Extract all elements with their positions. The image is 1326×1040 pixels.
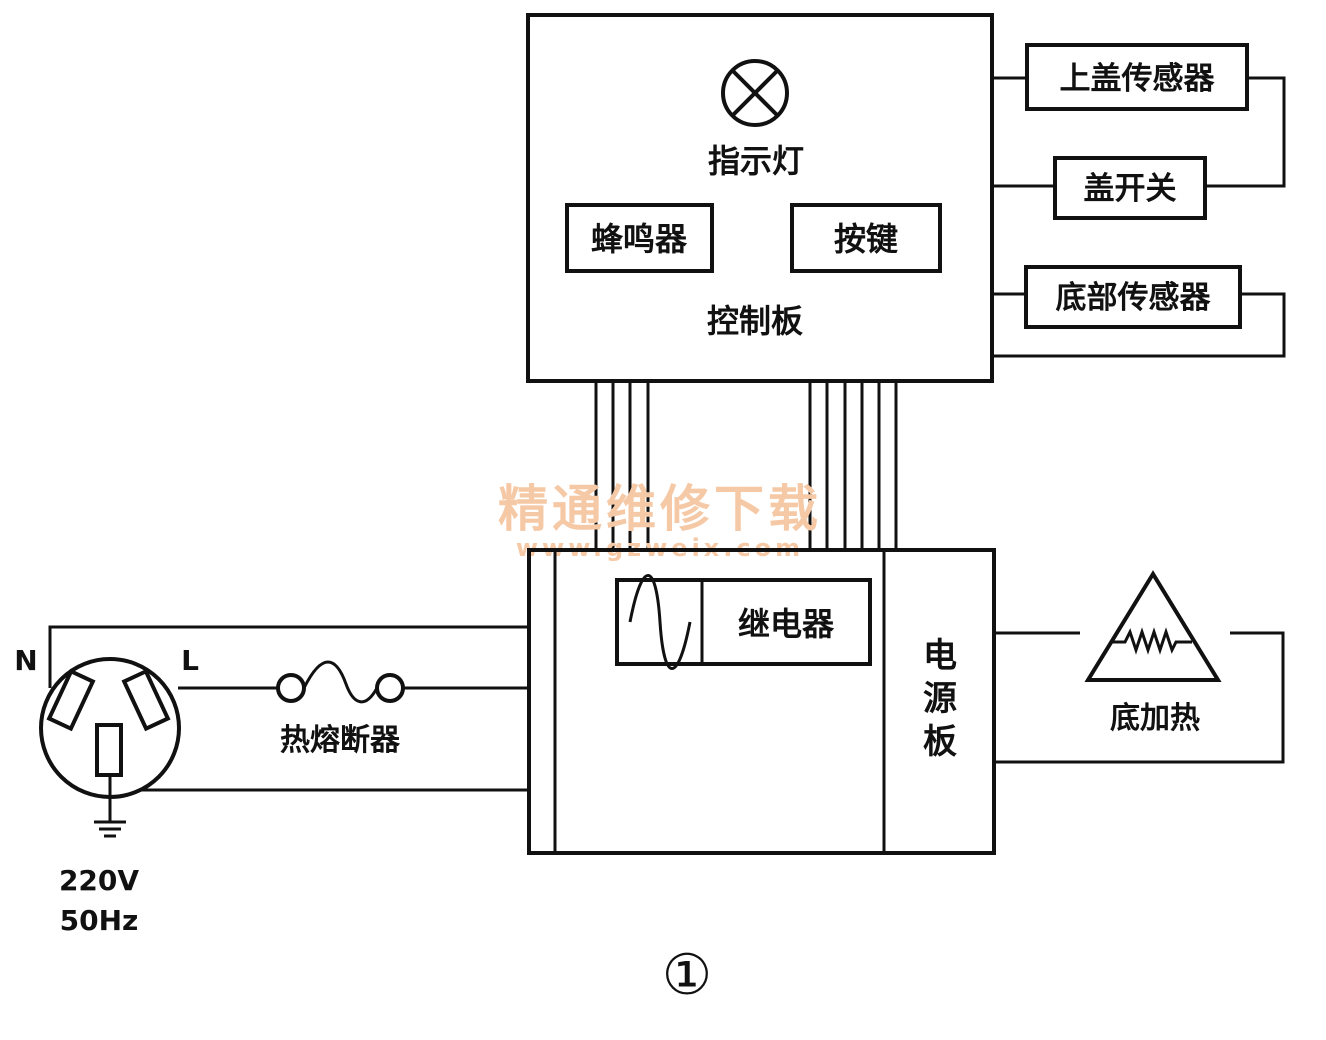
bottom-sensor-box (1024, 265, 1242, 329)
relay-box (615, 578, 872, 666)
ground-icon (94, 820, 126, 838)
heater-resistor-icon (1110, 627, 1192, 655)
socket-n-label: N (14, 644, 37, 677)
relay-coil-sine-icon (628, 574, 692, 670)
sensor-group: 上盖传感器 盖开关 底部传感器 (992, 43, 1286, 358)
watermark-title: 精通维修下载 (498, 480, 822, 538)
relay-label: 继电器 (738, 605, 835, 643)
frequency-label: 50Hz (60, 904, 139, 937)
bus-wires (594, 381, 898, 550)
power-board-label-char-2: 源 (923, 679, 957, 719)
socket-l-slot (121, 668, 171, 732)
wire-lid-sensor-right (1205, 76, 1286, 188)
neutral-wire (48, 625, 529, 688)
buzzer-label: 蜂鸣器 (591, 220, 688, 258)
power-board-label-char-1: 电 (923, 636, 957, 676)
heater-label: 底加热 (1110, 701, 1200, 736)
bottom-sensor-label: 底部传感器 (1056, 280, 1212, 316)
power-board-frame (527, 548, 996, 855)
lid-sensor-label: 上盖传感器 (1060, 61, 1216, 97)
power-board-label-char-3: 板 (923, 722, 957, 762)
lid-switch-label: 盖开关 (1084, 171, 1177, 207)
thermal-fuse: 热熔断器 (276, 660, 405, 758)
lid-switch-box (1053, 156, 1207, 220)
fuse-label: 热熔断器 (280, 723, 401, 758)
figure-number: ① (662, 943, 712, 1008)
socket-n-slot (46, 668, 96, 732)
buzzer-box (565, 203, 714, 273)
control-board: 指示灯 蜂鸣器 按键 控制板 (526, 13, 994, 383)
button-label: 按键 (834, 220, 898, 258)
heater: 底加热 (994, 570, 1285, 764)
control-board-frame (526, 13, 994, 383)
power-board: 继电器 电 源 板 (527, 548, 996, 855)
indicator-lamp-icon (721, 59, 789, 127)
mains-wiring (48, 625, 529, 792)
heater-triangle-icon (1084, 570, 1222, 682)
fuse-terminal-right-icon (375, 673, 405, 703)
wire-bottom-sensor-loop (992, 292, 1286, 358)
power-socket: N L 220V 50Hz (14, 644, 199, 937)
socket-l-label: L (181, 644, 199, 677)
indicator-label: 指示灯 (708, 142, 804, 180)
voltage-label: 220V (59, 864, 139, 897)
fuse-element-icon (302, 660, 379, 704)
control-board-label: 控制板 (707, 302, 803, 340)
button-box (790, 203, 942, 273)
fuse-terminal-left-icon (276, 673, 306, 703)
